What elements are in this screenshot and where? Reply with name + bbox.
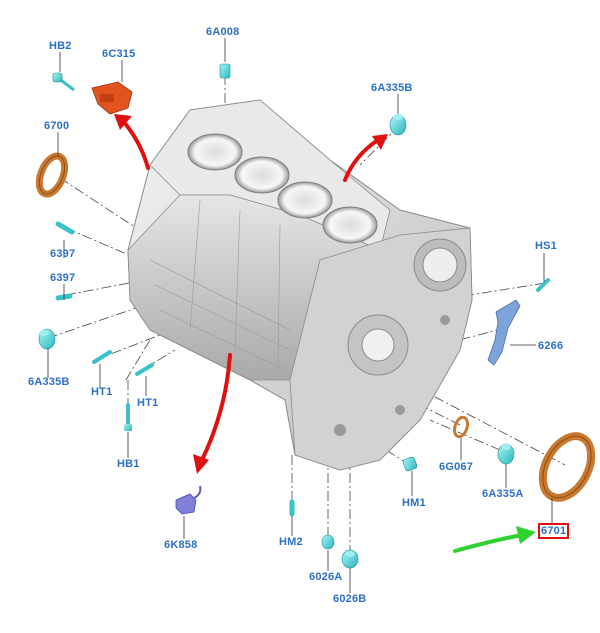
label-hm2[interactable]: HM2 bbox=[279, 536, 303, 548]
bolt-hb1-icon bbox=[124, 403, 132, 431]
label-6701-highlighted[interactable]: 6701 bbox=[538, 523, 570, 539]
plug-6026b-icon bbox=[341, 549, 359, 569]
plug-6a335a-icon bbox=[497, 443, 515, 465]
sensor-6c315-icon bbox=[91, 81, 133, 115]
plug-6a008-icon bbox=[219, 63, 231, 79]
green-callout-arrow-icon bbox=[453, 526, 536, 553]
engine-block-illustration bbox=[127, 99, 473, 471]
plug-hm1-icon bbox=[402, 456, 418, 472]
label-ht1-a[interactable]: HT1 bbox=[91, 386, 113, 398]
label-6026b[interactable]: 6026B bbox=[333, 593, 367, 605]
label-6a335b-left[interactable]: 6A335B bbox=[28, 376, 70, 388]
label-6397-a[interactable]: 6397 bbox=[50, 248, 76, 260]
label-6a335a[interactable]: 6A335A bbox=[482, 488, 524, 500]
bolt-hs1-icon bbox=[536, 278, 550, 292]
label-6c315[interactable]: 6C315 bbox=[102, 48, 136, 60]
bolt-hb2-icon bbox=[52, 72, 75, 92]
bolt-ht1-b-icon bbox=[135, 363, 154, 376]
label-leaders bbox=[47, 38, 553, 593]
dowel-6397-a-icon bbox=[55, 221, 75, 235]
red-arrowhead-icon bbox=[114, 114, 132, 130]
label-6a335b-top[interactable]: 6A335B bbox=[371, 82, 413, 94]
label-6k858[interactable]: 6K858 bbox=[164, 539, 198, 551]
red-arrowhead-icon bbox=[372, 134, 388, 150]
seal-6700-icon bbox=[35, 152, 69, 198]
seal-6g067-icon bbox=[453, 415, 469, 439]
label-6266[interactable]: 6266 bbox=[538, 340, 564, 352]
plug-6a335b-top-icon bbox=[389, 114, 407, 136]
label-hm1[interactable]: HM1 bbox=[402, 497, 426, 509]
label-hs1[interactable]: HS1 bbox=[535, 240, 557, 252]
label-ht1-b[interactable]: HT1 bbox=[137, 397, 159, 409]
seal-6701-icon bbox=[538, 432, 596, 502]
plug-6a335b-left-icon bbox=[38, 328, 56, 350]
label-6a008[interactable]: 6A008 bbox=[206, 26, 240, 38]
label-6026a[interactable]: 6026A bbox=[309, 571, 343, 583]
bracket-6266-icon bbox=[487, 299, 521, 366]
label-hb1[interactable]: HB1 bbox=[117, 458, 140, 470]
red-arrowhead-icon bbox=[193, 454, 209, 474]
label-6397-b[interactable]: 6397 bbox=[50, 272, 76, 284]
label-6700[interactable]: 6700 bbox=[44, 120, 70, 132]
plug-6026a-icon bbox=[321, 534, 335, 550]
sensor-6k858-icon bbox=[175, 485, 202, 515]
label-6g067[interactable]: 6G067 bbox=[439, 461, 474, 473]
label-hb2[interactable]: HB2 bbox=[49, 40, 72, 52]
bolt-ht1-a-icon bbox=[92, 350, 112, 364]
